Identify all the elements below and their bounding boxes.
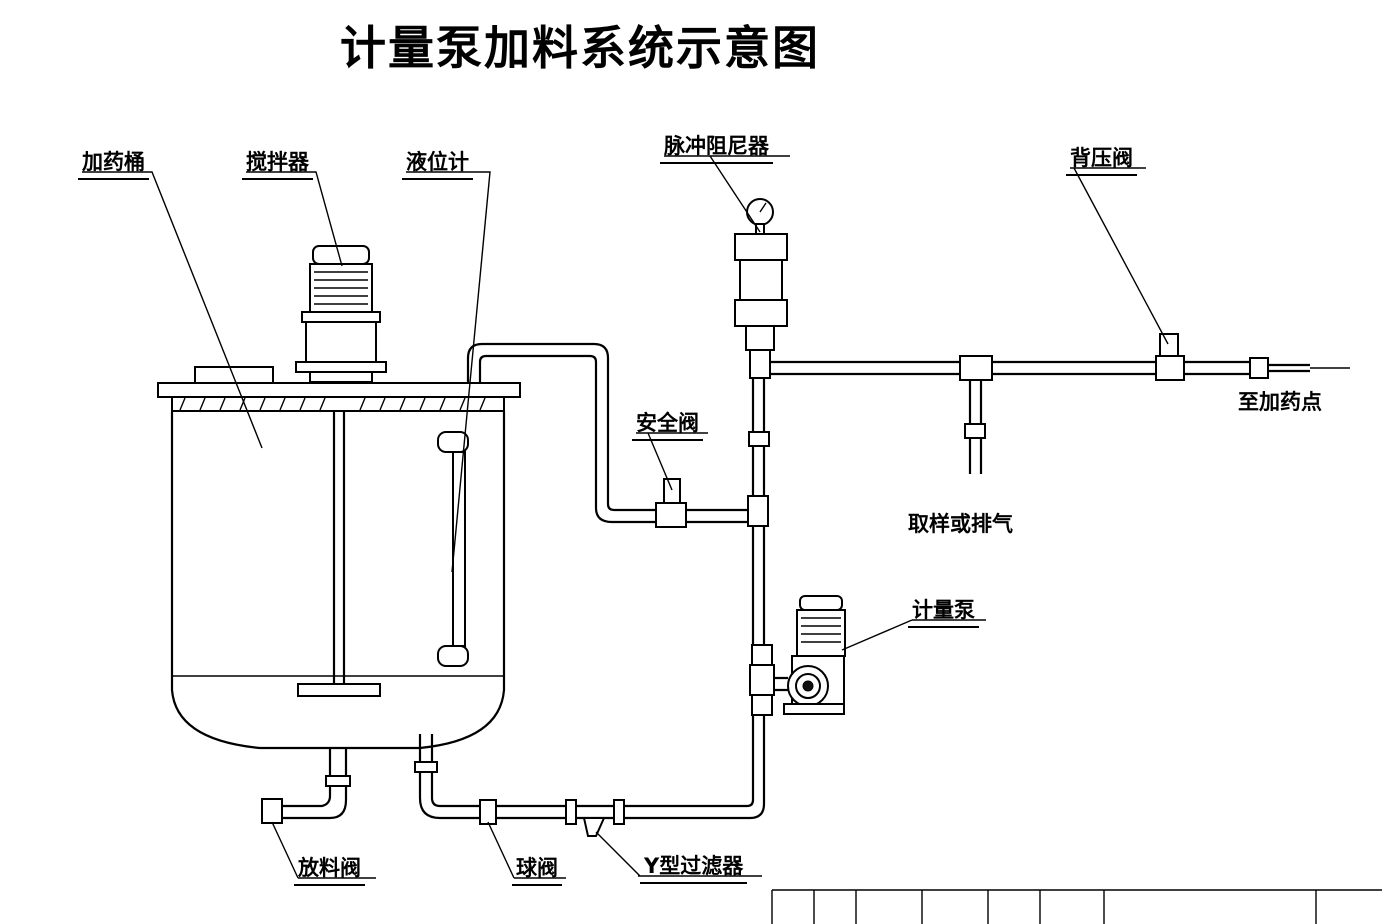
suction-line: [414, 715, 766, 837]
title-block: [771, 889, 1382, 924]
drain-valve: [261, 798, 283, 824]
diagram-title: 计量泵加料系统示意图: [340, 21, 820, 75]
label-sampling-or-vent: 取样或排气: [908, 512, 1013, 536]
metering-pump: [749, 595, 846, 716]
label-back-pressure-valve: 背压阀: [1066, 142, 1137, 176]
discharge-line: [770, 333, 1350, 474]
label-to-dosing-point: 至加药点: [1238, 390, 1322, 414]
label-metering-pump: 计量泵: [908, 594, 979, 628]
label-drain-valve: 放料阀: [294, 852, 365, 886]
relief-return-pipe: [466, 342, 660, 524]
label-y-strainer: Y型过滤器: [640, 850, 748, 884]
dosing-tank: [157, 366, 521, 820]
level-gauge: [437, 431, 469, 667]
agitator: [295, 245, 387, 697]
label-level-gauge: 液位计: [402, 146, 473, 180]
label-tank: 加药桶: [78, 146, 149, 180]
pulse-damper: [734, 198, 788, 327]
main-riser: [745, 323, 775, 645]
leader-lines: [82, 155, 1169, 879]
label-ball-valve: 球阀: [512, 852, 562, 886]
label-pulse-damper: 脉冲阻尼器: [660, 130, 773, 164]
label-agitator: 搅拌器: [242, 146, 313, 180]
safety-valve: [655, 478, 750, 528]
label-safety-valve: 安全阀: [632, 407, 703, 441]
